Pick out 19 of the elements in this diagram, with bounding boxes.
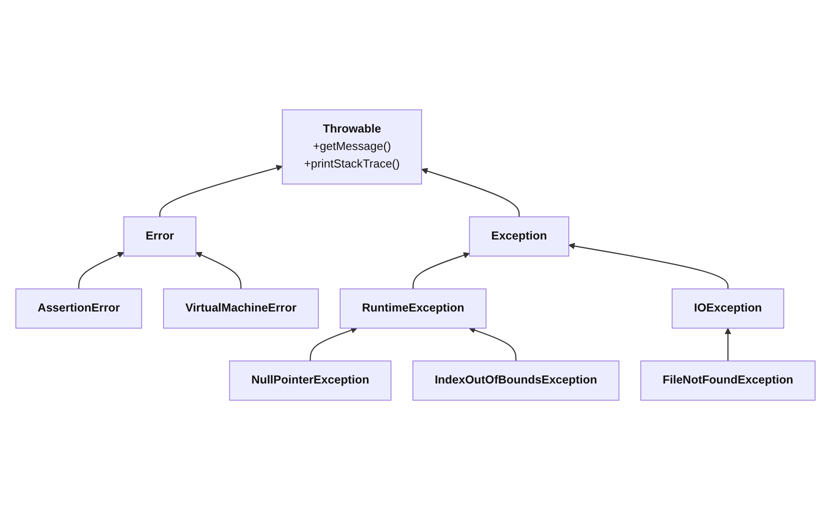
arrow <box>196 252 242 290</box>
arrow <box>412 252 470 290</box>
node-box: Error <box>123 216 196 257</box>
arrow <box>310 328 358 362</box>
arrow <box>568 243 728 290</box>
arrow <box>468 328 516 362</box>
arrow <box>159 165 283 218</box>
node-box: IndexOutOfBoundsException <box>412 361 620 402</box>
arrow <box>724 328 732 362</box>
arrow <box>78 252 124 290</box>
node-box: VirtualMachineError <box>163 288 319 330</box>
node-box: FileNotFoundException <box>640 361 816 402</box>
node-box: IOException <box>672 288 784 330</box>
node-box: Exception <box>469 216 570 257</box>
node-box: RuntimeException <box>340 288 486 330</box>
node-box: AssertionError <box>16 288 142 330</box>
arrow <box>421 168 520 218</box>
node-box: Throwable +getMessage() +printStackTrace() <box>282 110 422 185</box>
node-box: NullPointerException <box>229 361 392 402</box>
